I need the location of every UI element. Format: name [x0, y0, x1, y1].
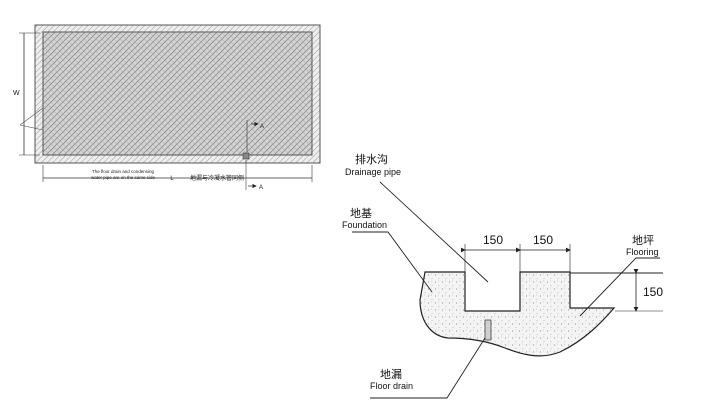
dim-depth-label: 150 [643, 285, 663, 299]
drainage-label-en: Drainage pipe [345, 167, 401, 177]
flooring-label-en: Flooring [626, 247, 659, 257]
plan-view: W L The floor drain and condensing water… [13, 24, 321, 191]
flooring-label-cn: 地坪 [632, 234, 654, 247]
foundation-label-en: Foundation [342, 220, 387, 230]
width-label: W [13, 90, 20, 97]
plan-inner-floor [42, 31, 313, 156]
floor-drain-label-en: Floor drain [370, 381, 413, 391]
drainage-leader [379, 181, 489, 283]
floor-drain-leader [370, 337, 486, 399]
section-view: 150 150 150 排水沟 Drainage pipe 地基 Foundat… [342, 152, 663, 399]
section-mark-top: A [260, 124, 264, 130]
length-label: L [170, 176, 174, 182]
flooring-leader [579, 257, 660, 317]
floor-drain-pipe [484, 319, 492, 341]
foundation-label-cn: 地基 [350, 207, 372, 220]
foundation-leader [352, 231, 433, 293]
dim-left-label: 150 [483, 233, 503, 247]
plan-note-en-1: The floor drain and condensing [92, 169, 155, 174]
floor-drain-label-cn: 地漏 [380, 368, 402, 381]
drainage-label-cn: 排水沟 [355, 152, 388, 166]
plan-note-en-2: water pipe are on the same side [91, 175, 156, 180]
concrete-foundation [419, 271, 616, 357]
dim-right-label: 150 [533, 233, 553, 247]
floor-drain-marker [242, 152, 250, 160]
section-mark-bottom: A [259, 185, 263, 191]
plan-note-cn: 地漏与冷凝水管同侧 [190, 174, 244, 182]
